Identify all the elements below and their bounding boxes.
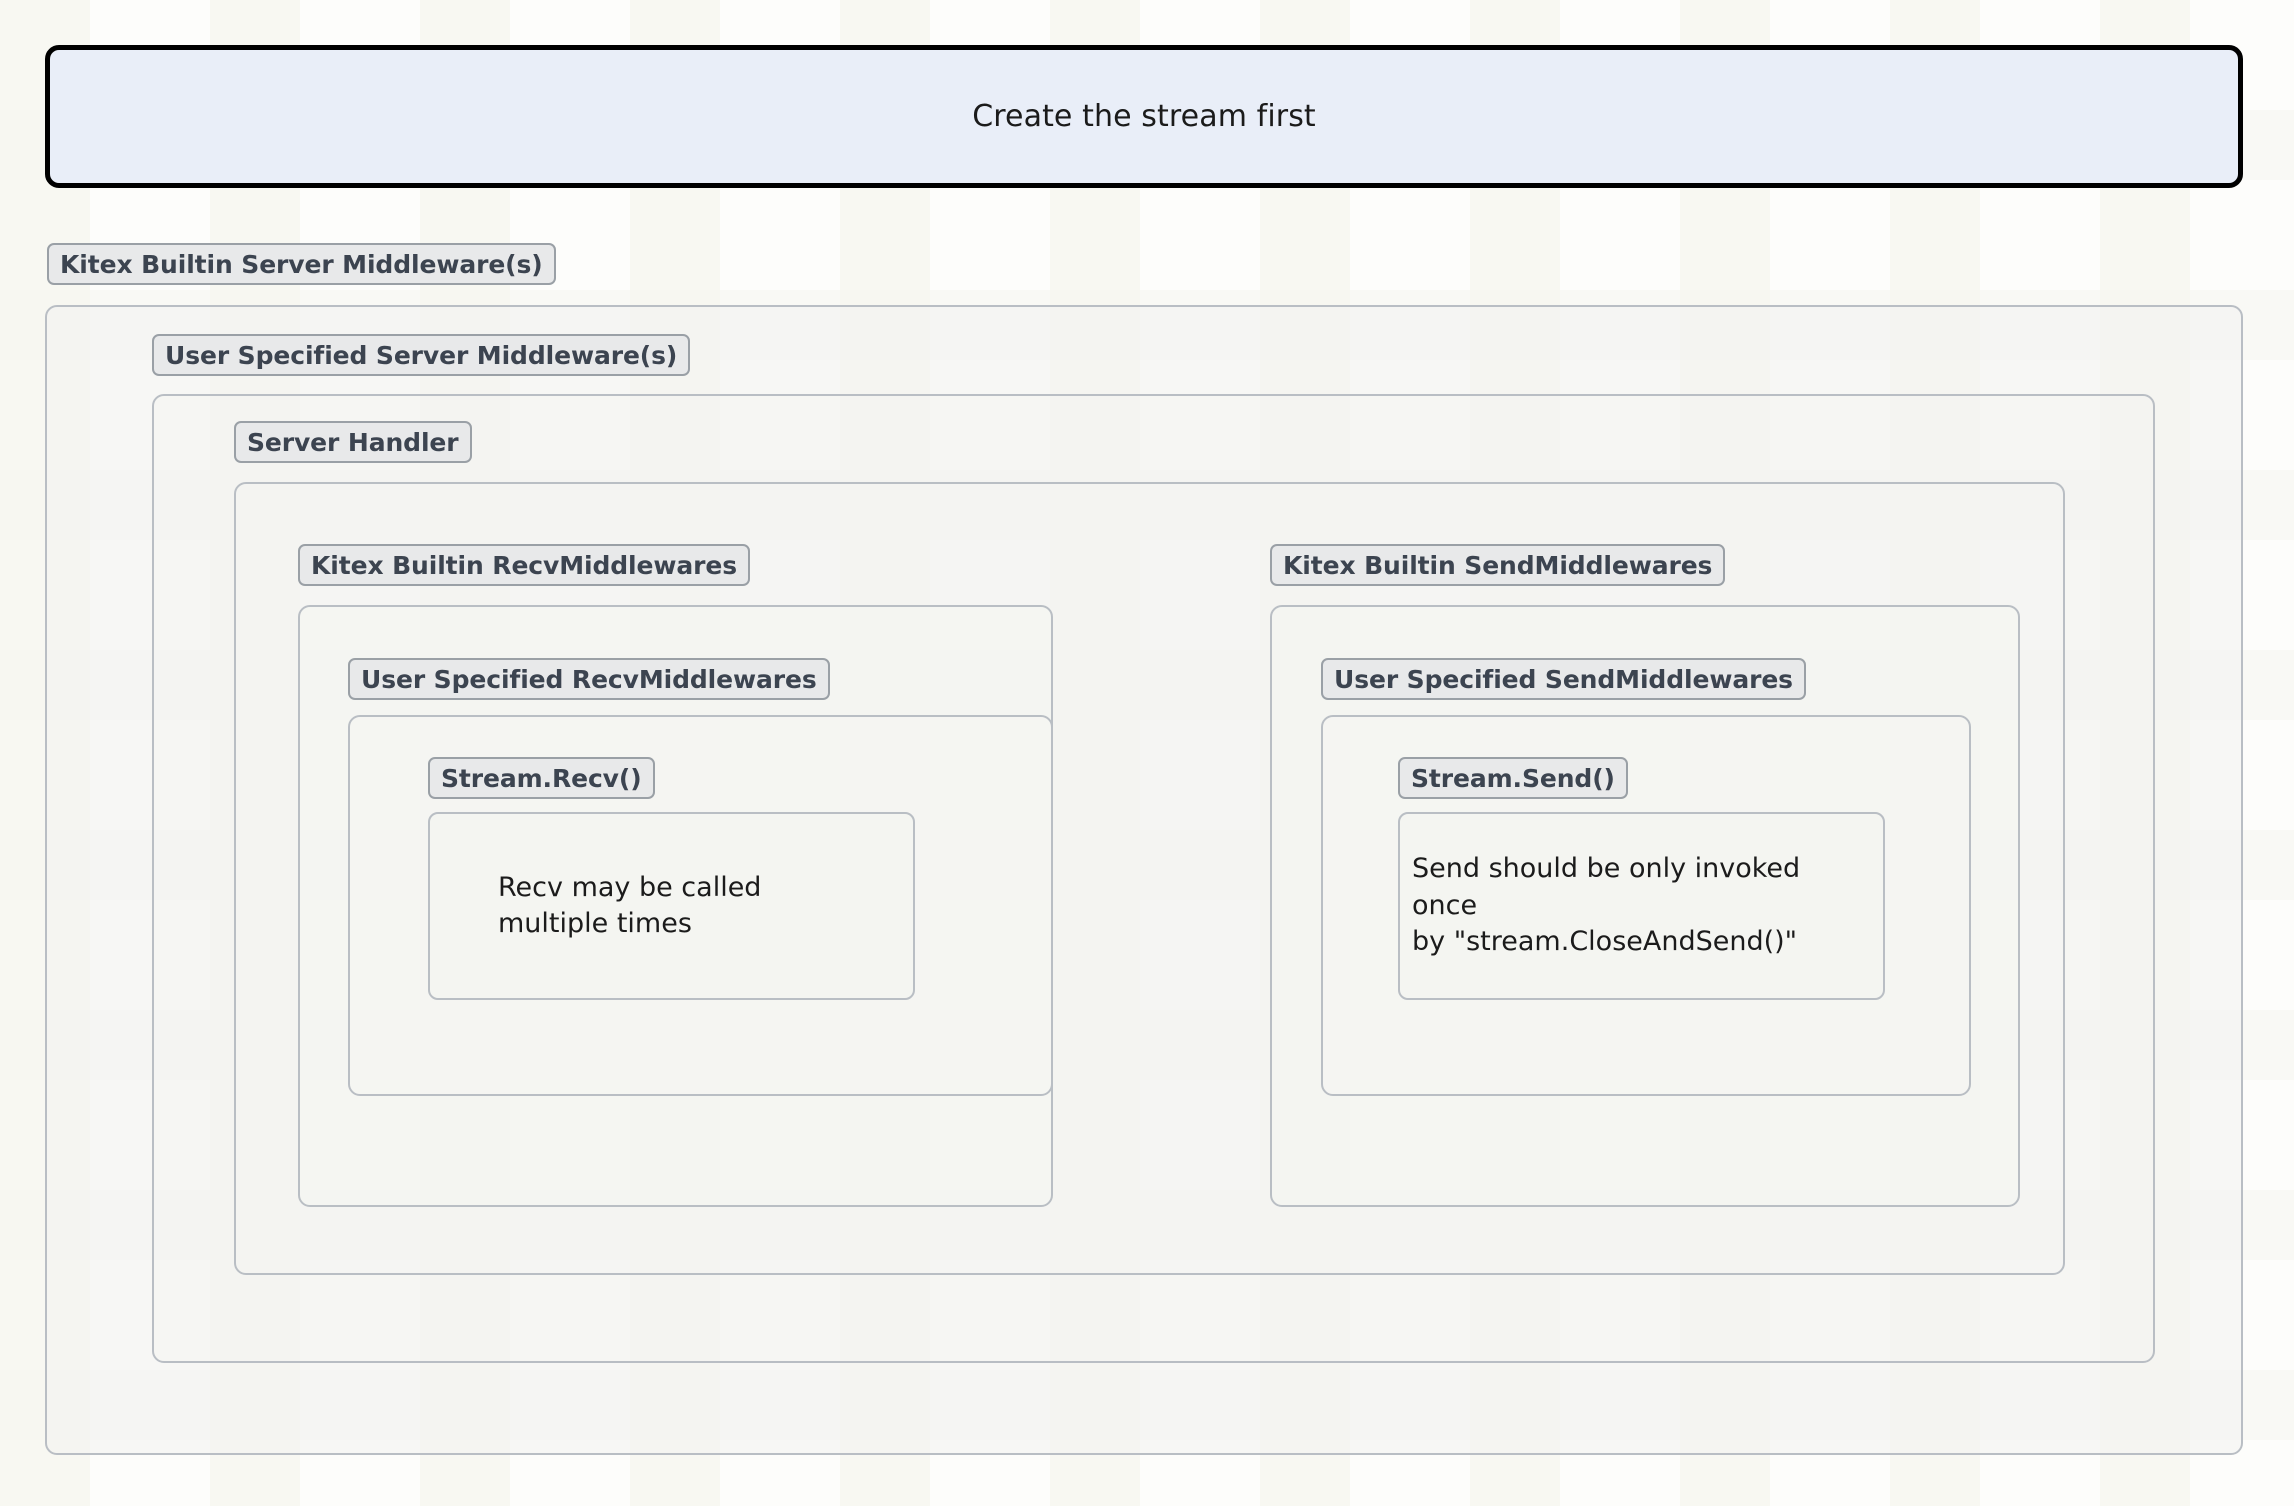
create-stream-banner-label: Create the stream first bbox=[972, 99, 1316, 134]
note-send-once: Send should be only invoked once by "str… bbox=[1398, 812, 1885, 1000]
badge-kitex-builtin-server-middleware[interactable]: Kitex Builtin Server Middleware(s) bbox=[47, 243, 556, 285]
badge-server-handler[interactable]: Server Handler bbox=[234, 421, 472, 463]
create-stream-banner: Create the stream first bbox=[45, 45, 2243, 188]
badge-kitex-builtin-recv-middlewares[interactable]: Kitex Builtin RecvMiddlewares bbox=[298, 544, 751, 586]
badge-user-specified-server-middleware[interactable]: User Specified Server Middleware(s) bbox=[152, 334, 691, 376]
note-recv-text: Recv may be called multiple times bbox=[498, 871, 762, 939]
badge-user-specified-recv-middlewares[interactable]: User Specified RecvMiddlewares bbox=[348, 658, 830, 700]
badge-user-specified-send-middlewares[interactable]: User Specified SendMiddlewares bbox=[1321, 658, 1806, 700]
note-send-text: Send should be only invoked once by "str… bbox=[1412, 853, 1801, 958]
badge-stream-send[interactable]: Stream.Send() bbox=[1398, 757, 1628, 799]
badge-kitex-builtin-send-middlewares[interactable]: Kitex Builtin SendMiddlewares bbox=[1270, 544, 1726, 586]
note-recv-multiple-times: Recv may be called multiple times bbox=[428, 812, 915, 1000]
badge-stream-recv[interactable]: Stream.Recv() bbox=[428, 757, 655, 799]
